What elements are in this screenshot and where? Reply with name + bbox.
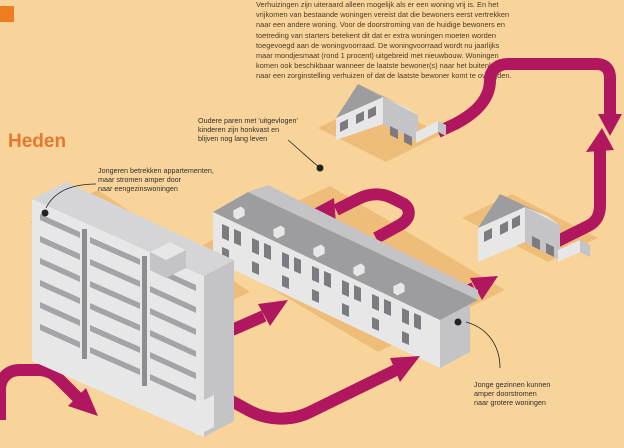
apartment-to-row-arrow-head	[258, 300, 288, 326]
older-couples-arrow	[435, 58, 616, 138]
intro-line: maar mondjesmaat (rond 1 procent) uitgeb…	[256, 51, 499, 61]
intro-line: toetreding van starters betekent dit dat…	[256, 30, 496, 40]
orange-marker	[0, 6, 14, 22]
callout-line-text: maar stromen amper door	[98, 175, 182, 184]
row-houses	[213, 185, 478, 368]
young-people-callout: Jongeren betrekken appartementen, maar s…	[98, 166, 214, 193]
family-house	[478, 194, 590, 262]
callout-dot	[41, 209, 49, 217]
callout-line	[465, 321, 501, 369]
callout-line-text: Jongeren betrekken appartementen,	[98, 166, 214, 175]
callout-line-text: blijven nog lang leven	[198, 134, 268, 143]
callout-line-text: Jonge gezinnen kunnen	[474, 380, 551, 389]
inflow-arrow	[0, 364, 83, 420]
intro-line: naar een andere woning. Voor de doorstro…	[256, 20, 505, 30]
intro-text: Verhuizingen zijn uiteraard alleen mogel…	[256, 0, 592, 82]
row-to-older-arrow	[333, 188, 415, 244]
intro-line: vrijkomen van bestaande woningen vereist…	[256, 10, 510, 20]
intro-line: Verhuizingen zijn uiteraard alleen mogel…	[256, 0, 499, 9]
intro-line: naar een zorginstelling verhuizen of dat…	[256, 71, 512, 81]
callout-line	[287, 139, 319, 167]
older-couples-house	[336, 84, 446, 146]
bottom-flow-arrow	[223, 364, 399, 425]
older-couples-callout: Oudere paren met 'uitgevlogen' kinderen …	[198, 116, 298, 143]
callout-dot	[454, 318, 462, 326]
outflow-arrow-head	[586, 128, 614, 152]
older-couples-arrow-head	[598, 114, 622, 136]
young-families-callout: Jonge gezinnen kunnen amper doorstromen …	[474, 380, 550, 407]
section-title: Heden	[8, 131, 67, 152]
apartment-to-row-arrow	[229, 310, 267, 336]
intro-line: toegevoegd aan de woningvoorraad. De won…	[256, 40, 500, 50]
callout-line-text: kinderen zijn honkvast en	[198, 125, 280, 134]
callout-line-text: naar eengezinswoningen	[98, 184, 178, 193]
row-to-house-arrow-head	[470, 276, 498, 300]
callout-line-text: naar grotere woningen	[474, 398, 546, 407]
callout-line-text: Oudere paren met 'uitgevlogen'	[198, 116, 298, 125]
callout-line	[45, 183, 97, 209]
intro-line: komen ook beschikbaar wanneer de laatste…	[256, 61, 512, 71]
bottom-flow-arrow-head	[390, 356, 420, 382]
apartment-block	[32, 182, 234, 437]
callout-dot	[316, 164, 324, 172]
callout-line-text: amper doorstromen	[474, 389, 537, 398]
outflow-arrow	[545, 150, 606, 252]
inflow-arrow-head	[68, 388, 98, 416]
